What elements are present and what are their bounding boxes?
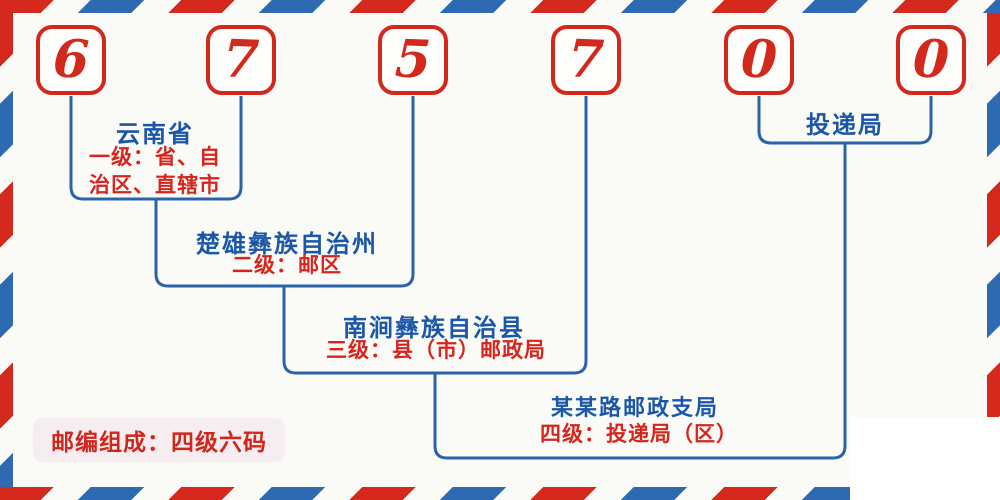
level-2-region: 楚雄彝族自治州 bbox=[196, 231, 378, 258]
digit-4: 7 bbox=[566, 28, 606, 91]
level-5-region: 投递局 bbox=[806, 112, 884, 139]
level-1-desc: 一级：省、自 治区、直辖市 bbox=[89, 144, 221, 200]
digit-1: 6 bbox=[51, 28, 91, 91]
digit-box-3: 5 bbox=[378, 25, 448, 95]
airmail-border-right bbox=[987, 13, 1000, 487]
digit-2: 7 bbox=[221, 28, 261, 91]
digit-box-5: 0 bbox=[724, 25, 794, 95]
airmail-border-top bbox=[0, 0, 1000, 13]
digit-3: 5 bbox=[393, 28, 433, 91]
level-4-desc: 四级：投递局（区） bbox=[540, 423, 738, 446]
corner-white-patch bbox=[850, 417, 1000, 500]
level-1-desc-line-1: 一级：省、自 bbox=[89, 146, 221, 169]
digit-6: 0 bbox=[911, 28, 951, 91]
digit-box-2: 7 bbox=[206, 25, 276, 95]
digit-box-1: 6 bbox=[36, 25, 106, 95]
level-3-desc: 三级：县（市）邮政局 bbox=[326, 339, 546, 362]
airmail-border-left bbox=[0, 13, 13, 487]
level-1-desc-line-2: 治区、直辖市 bbox=[89, 174, 221, 197]
level-4-region: 某某路邮政支局 bbox=[550, 395, 720, 420]
digit-box-4: 7 bbox=[551, 25, 621, 95]
badge-label: 邮编组成：四级六码 bbox=[51, 429, 267, 455]
postal-code-composition-badge: 邮编组成：四级六码 bbox=[33, 418, 285, 462]
level-1-region: 云南省 bbox=[116, 121, 194, 148]
digit-5: 0 bbox=[739, 28, 779, 91]
level-3-region: 南涧彝族自治县 bbox=[343, 315, 525, 342]
digit-box-6: 0 bbox=[896, 25, 966, 95]
level-2-desc: 二级：邮区 bbox=[232, 254, 342, 277]
